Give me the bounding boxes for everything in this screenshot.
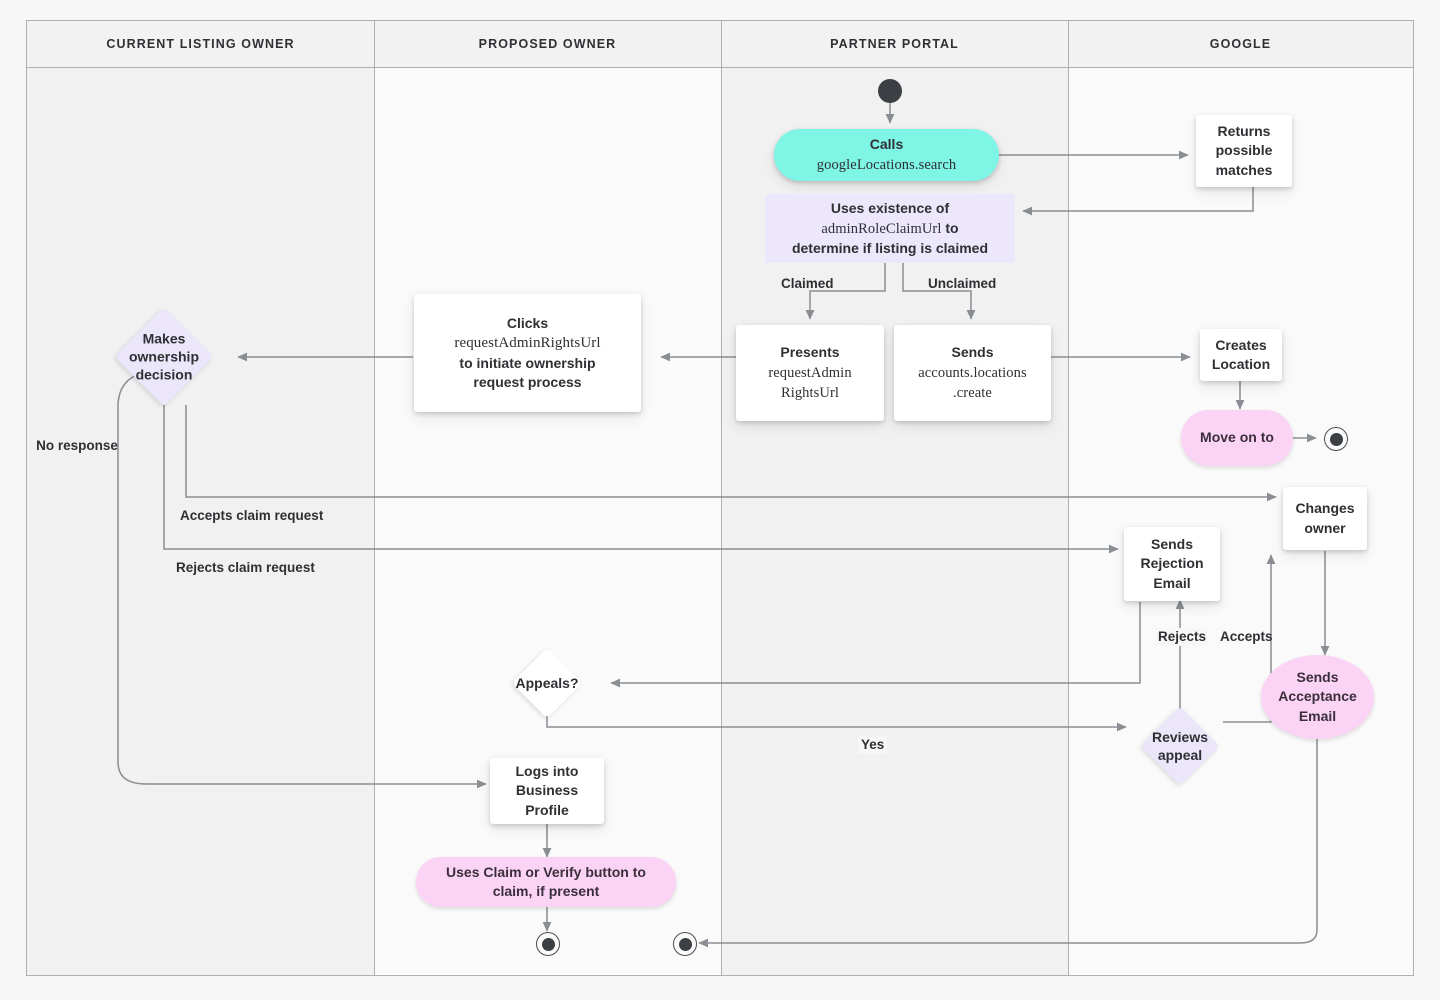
node-makes-ownership-decision[interactable]: Makes ownership decision	[114, 307, 214, 407]
node-title: Calls	[869, 136, 904, 153]
node-line-3: determine if listing is claimed	[791, 239, 989, 256]
lane-body-proposed-owner	[374, 21, 721, 975]
node-api-call: googleLocations.search	[816, 156, 957, 173]
node-label: Logs into Business Profile	[515, 763, 579, 818]
node-label: Creates Location	[1211, 336, 1271, 372]
node-uses-claim-or-verify-button[interactable]: Uses Claim or Verify button to claim, if…	[416, 857, 676, 907]
edge-label-rejects: Rejects	[1155, 628, 1210, 647]
node-api-line-1: accounts.locations	[918, 364, 1027, 381]
node-clicks-request-admin-rights-url[interactable]: Clicks requestAdminRightsUrl to initiate…	[414, 294, 641, 412]
lane-label: PROPOSED OWNER	[478, 37, 617, 51]
end-terminal-partner-portal	[673, 932, 697, 956]
end-terminal-google	[1324, 427, 1348, 451]
node-appeals-decision[interactable]: Appeals?	[511, 647, 583, 719]
node-api-line-1: requestAdmin	[768, 364, 852, 381]
end-terminal-proposed-owner	[536, 932, 560, 956]
node-line-3: to initiate ownership	[459, 354, 596, 371]
lane-header-current-listing-owner: CURRENT LISTING OWNER	[27, 21, 374, 67]
node-line-4: request process	[473, 374, 582, 390]
start-terminal	[878, 79, 902, 103]
node-creates-location[interactable]: Creates Location	[1200, 329, 1282, 381]
node-uses-existence-of-admin-role-claim-url[interactable]: Uses existence of adminRoleClaimUrl to d…	[765, 194, 1015, 263]
lane-header-row	[27, 21, 1413, 68]
node-title: Sends	[951, 344, 994, 361]
lane-body-current-listing-owner	[27, 21, 374, 975]
node-title: Presents	[780, 344, 840, 361]
node-reviews-appeal[interactable]: Reviews appeal	[1140, 706, 1220, 786]
node-label: Changes owner	[1295, 500, 1355, 536]
node-sends-acceptance-email[interactable]: Sends Acceptance Email	[1261, 655, 1374, 739]
node-label: Makes ownership decision	[128, 330, 199, 384]
lane-label: CURRENT LISTING OWNER	[106, 37, 295, 51]
node-api-line-2: .create	[953, 384, 992, 401]
lane-divider-3	[1068, 21, 1069, 975]
node-changes-owner[interactable]: Changes owner	[1283, 487, 1367, 550]
lane-label: GOOGLE	[1209, 37, 1272, 51]
edge-label-rejects-claim-request: Rejects claim request	[176, 560, 315, 575]
node-line-1: Uses Claim or Verify button to	[446, 863, 646, 880]
node-label: Sends Acceptance Email	[1278, 669, 1357, 724]
node-line-1: Uses existence of	[830, 200, 950, 217]
node-sends-accounts-locations-create[interactable]: Sends accounts.locations .create	[894, 325, 1051, 421]
lane-divider-1	[374, 21, 375, 975]
node-logs-into-business-profile[interactable]: Logs into Business Profile	[490, 758, 604, 824]
node-line-2: claim, if present	[492, 883, 600, 899]
lane-label: PARTNER PORTAL	[830, 37, 959, 51]
edge-label-no-response: No response	[36, 438, 118, 453]
lane-header-proposed-owner: PROPOSED OWNER	[374, 21, 721, 67]
edge-label-yes: Yes	[858, 736, 888, 755]
node-returns-possible-matches[interactable]: Returns possible matches	[1196, 115, 1292, 187]
node-title: Clicks	[506, 314, 549, 331]
node-label: Appeals?	[515, 674, 579, 691]
node-calls-google-locations-search[interactable]: Calls googleLocations.search	[774, 129, 999, 181]
edge-label-unclaimed: Unclaimed	[928, 276, 997, 291]
node-line-2: adminRoleClaimUrl to	[821, 219, 959, 237]
node-label: Reviews appeal	[1151, 728, 1209, 763]
edge-label-claimed: Claimed	[781, 276, 834, 291]
node-sends-rejection-email[interactable]: Sends Rejection Email	[1124, 527, 1220, 601]
node-api-call: requestAdminRightsUrl	[454, 335, 601, 351]
lane-header-google: GOOGLE	[1068, 21, 1413, 67]
edge-label-accepts-claim-request: Accepts claim request	[180, 508, 324, 523]
node-label: Move on to	[1200, 429, 1274, 446]
node-api-line-2: RightsUrl	[780, 384, 840, 401]
edge-label-accepts: Accepts	[1220, 629, 1273, 644]
node-presents-request-admin-rights-url[interactable]: Presents requestAdmin RightsUrl	[736, 325, 884, 421]
node-label: Returns possible matches	[1215, 123, 1273, 178]
node-move-on-to[interactable]: Move on to	[1181, 410, 1293, 466]
node-label: Sends Rejection Email	[1140, 536, 1204, 591]
lane-header-partner-portal: PARTNER PORTAL	[721, 21, 1068, 67]
lane-divider-2	[721, 21, 722, 975]
